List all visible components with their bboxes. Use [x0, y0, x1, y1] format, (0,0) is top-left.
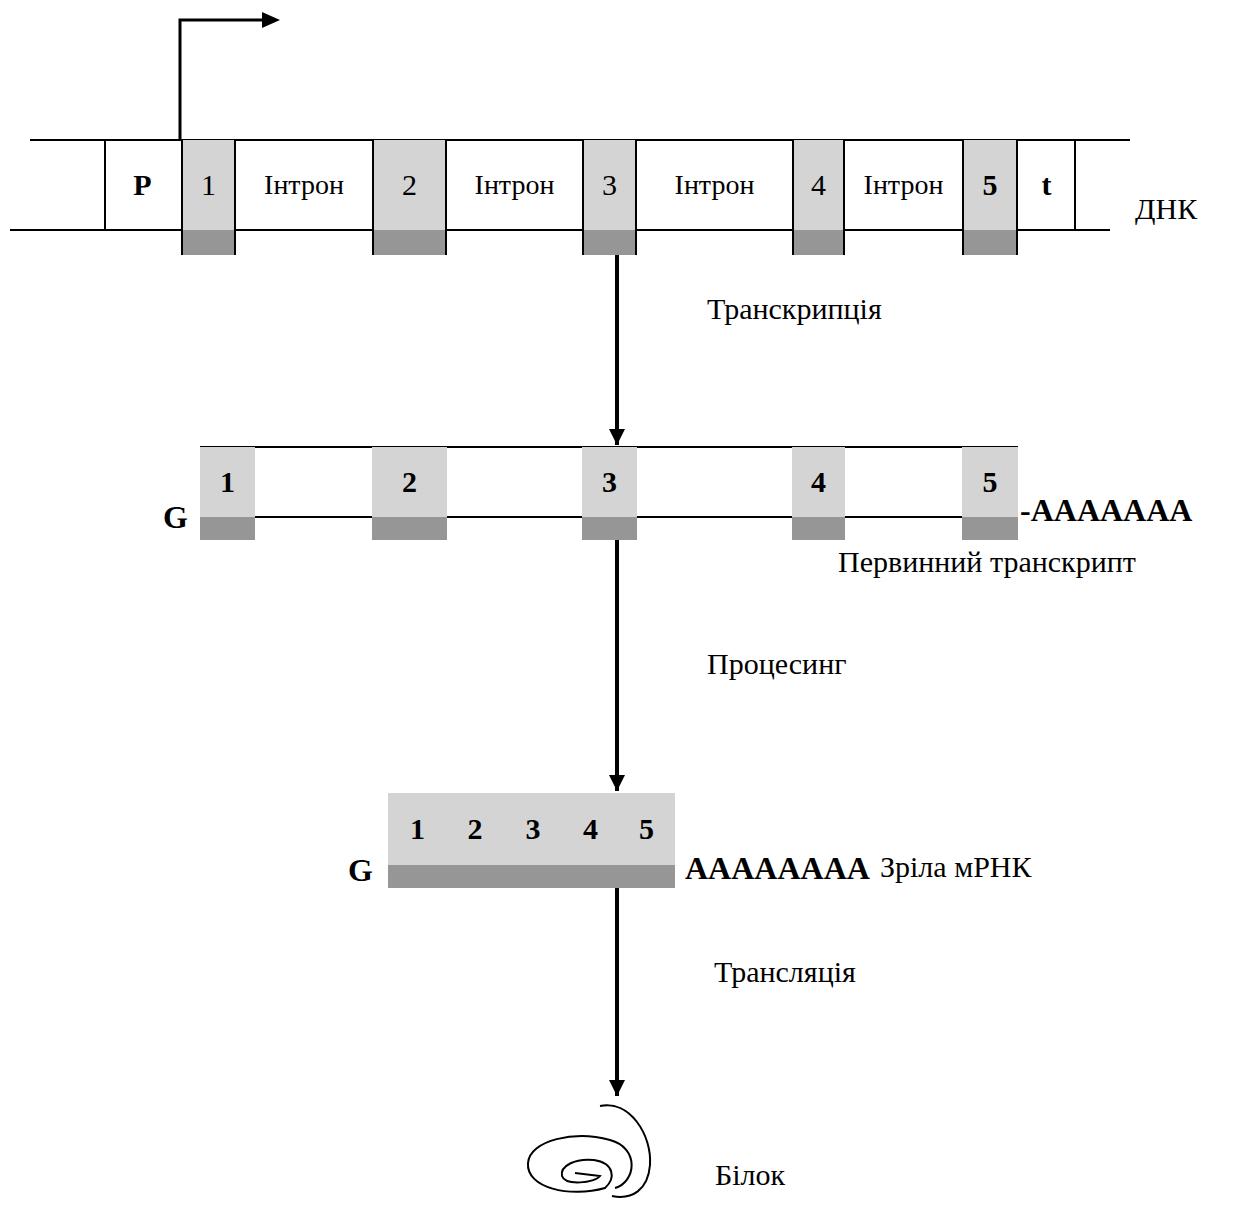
exon-box: 5: [618, 793, 675, 888]
promoter-box: P: [105, 140, 180, 230]
exon-number: 4: [811, 465, 826, 500]
exon-box: 1: [200, 447, 255, 540]
intron-box: Інтрон: [845, 140, 962, 230]
primary-transcript: Первинний транскрипт12345: [200, 447, 1018, 540]
node-heading: Первинний транскрипт: [838, 545, 1136, 580]
exon-number: 4: [811, 168, 826, 203]
protein-squiggle: [528, 1105, 650, 1197]
label-cell: 3: [503, 793, 563, 865]
mature-mrna: Зріла мРНК12345: [388, 793, 675, 888]
segment-label: Інтрон: [675, 169, 755, 201]
label-cell: 4: [794, 140, 843, 230]
node-heading: Зріла мРНК: [880, 850, 1032, 885]
intron-box: Інтрон: [236, 140, 372, 230]
cap-label: G: [348, 852, 373, 889]
exon-number: 5: [983, 168, 998, 203]
exon-number: 5: [983, 465, 998, 500]
label-cell: 4: [563, 793, 618, 865]
node-heading: ДНК: [1135, 192, 1197, 227]
exon-number: 5: [639, 812, 654, 847]
label-cell: Інтрон: [845, 140, 962, 230]
exon-box: 2: [372, 140, 447, 255]
exon-number: 4: [583, 812, 598, 847]
process-arrow: [615, 255, 619, 445]
segment-label: Інтрон: [264, 169, 344, 201]
label-cell: 1: [388, 793, 447, 865]
exon-number: 3: [602, 168, 617, 203]
segment-label: Інтрон: [475, 169, 555, 201]
exon-box: 3: [582, 447, 637, 540]
dna-strand: ДНКP1Інтрон2Інтрон3Інтрон4Інтрон5t: [10, 140, 1130, 255]
intron-box: Інтрон: [447, 140, 582, 230]
protein: Білок: [520, 1098, 660, 1202]
label-cell: t: [1018, 140, 1075, 230]
step-label: Процесинг: [705, 647, 849, 682]
exon-box: 5: [962, 447, 1018, 540]
exon-box: 1: [181, 140, 236, 255]
label-cell: 3: [582, 447, 637, 517]
exon-number: 3: [526, 812, 541, 847]
label-cell: 5: [618, 793, 675, 865]
label-cell: Інтрон: [236, 140, 372, 230]
exon-box: 4: [563, 793, 618, 888]
label-cell: 1: [200, 447, 255, 517]
protein-chain: [528, 1136, 632, 1192]
exon-box: 4: [792, 447, 845, 540]
label-cell: P: [105, 140, 180, 230]
exon-box: 2: [372, 447, 447, 540]
label-cell: Інтрон: [637, 140, 792, 230]
label-cell: 2: [447, 793, 503, 865]
step-label: Транскрипція: [705, 292, 884, 327]
segment-border: [1074, 140, 1076, 230]
exon-number: 3: [602, 465, 617, 500]
promoter-arrowhead: [262, 12, 280, 28]
label-cell: 4: [792, 447, 845, 517]
label-cell: 2: [374, 140, 445, 230]
intron-box: Інтрон: [637, 140, 792, 230]
label-cell: Інтрон: [447, 140, 582, 230]
step-label: Трансляція: [712, 955, 858, 990]
node-heading: Білок: [715, 1158, 785, 1193]
label-cell: 5: [964, 140, 1016, 230]
cap-label: G: [163, 499, 188, 536]
exon-box: 5: [962, 140, 1018, 255]
exon-number: 1: [410, 812, 425, 847]
label-cell: 2: [372, 447, 447, 517]
process-arrow: [615, 540, 619, 791]
segment-label: t: [1042, 168, 1052, 203]
terminator-box: t: [1018, 140, 1075, 230]
exon-number: 2: [402, 465, 417, 500]
exon-box: 4: [792, 140, 845, 255]
promoter-arrow: [180, 20, 264, 140]
exon-box: 1: [388, 793, 447, 888]
process-arrow: [615, 888, 619, 1096]
dna-strand-line: [10, 229, 1110, 231]
label-cell: 1: [183, 140, 234, 230]
exon-number: 2: [402, 168, 417, 203]
segment-label: P: [133, 168, 151, 203]
segment-label: Інтрон: [864, 169, 944, 201]
polya-tail: -AAAAAAA: [1020, 492, 1192, 529]
exon-number: 2: [468, 812, 483, 847]
label-cell: 5: [962, 447, 1018, 517]
exon-box: 3: [582, 140, 637, 255]
exon-number: 1: [201, 168, 216, 203]
exon-number: 1: [220, 465, 235, 500]
exon-box: 3: [503, 793, 563, 888]
exon-box: 2: [447, 793, 503, 888]
polya-tail: AAAAAAAA: [685, 850, 870, 887]
segment-border: [104, 140, 106, 230]
label-cell: 3: [584, 140, 635, 230]
